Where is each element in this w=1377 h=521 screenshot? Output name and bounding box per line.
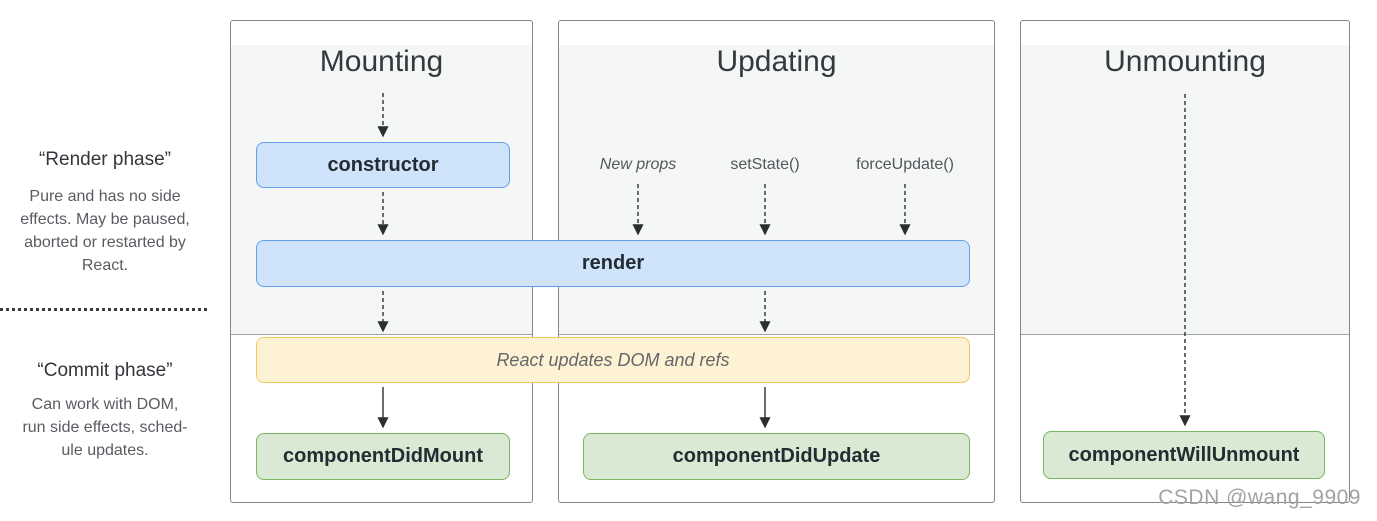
column-mounting-title: Mounting [319,45,444,78]
lifecycle-box-component-did-update: componentDidUpdate [583,433,970,480]
lifecycle-box-react-updates-dom: React updates DOM and refs [256,337,970,383]
label-setstate: setState() [730,156,800,173]
watermark: CSDN @wang_9909 [1158,486,1361,509]
lifecycle-box-component-did-mount: componentDidMount [256,433,510,480]
commit-phase-title: “Commit phase” [37,360,173,381]
lifecycle-box-constructor: constructor [256,142,510,188]
column-unmounting-title: Unmounting [1104,45,1266,78]
phase-dotted-divider [0,308,207,311]
lifecycle-box-render: render [256,240,970,287]
lifecycle-box-component-will-unmount: componentWillUnmount [1043,431,1325,479]
render-phase-title: “Render phase” [38,149,172,170]
render-phase-description: Pure and has no side effects. May be pau… [20,188,190,274]
label-forceupdate: forceUpdate() [856,156,954,173]
column-updating-title: Updating [716,45,837,78]
label-new-props: New props [599,156,677,173]
commit-phase-description: Can work with DOM, run side effects, sch… [22,396,188,459]
